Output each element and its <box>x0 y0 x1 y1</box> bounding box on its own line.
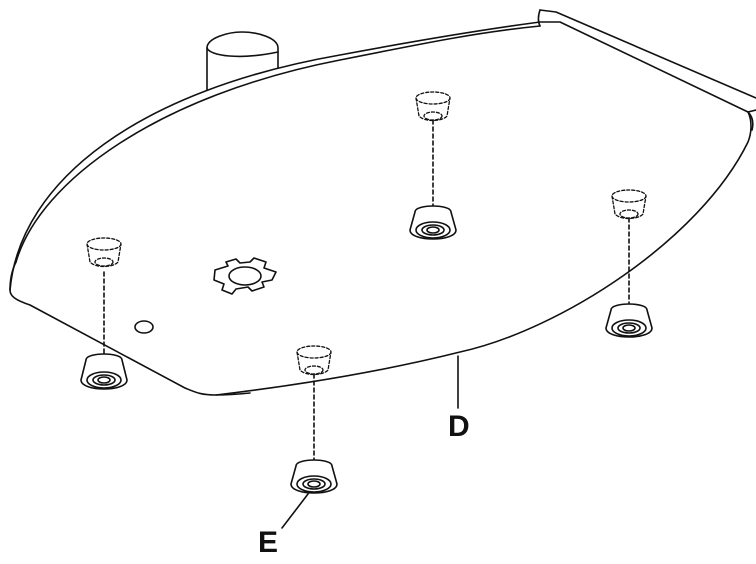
guide-lines <box>103 119 630 463</box>
small-hole <box>134 320 154 334</box>
foot-mount-positions <box>86 91 647 376</box>
leader-line-e <box>281 493 309 529</box>
rubber-foot <box>409 205 457 240</box>
base-plate <box>9 9 756 396</box>
callout-label-e: E <box>258 526 279 559</box>
callout-label-d: D <box>448 410 470 443</box>
rubber-foot <box>80 353 128 390</box>
post-cylinder <box>206 31 279 91</box>
center-keyhole-slot <box>213 257 277 295</box>
rubber-foot <box>605 303 653 338</box>
rubber-foot <box>290 459 338 494</box>
